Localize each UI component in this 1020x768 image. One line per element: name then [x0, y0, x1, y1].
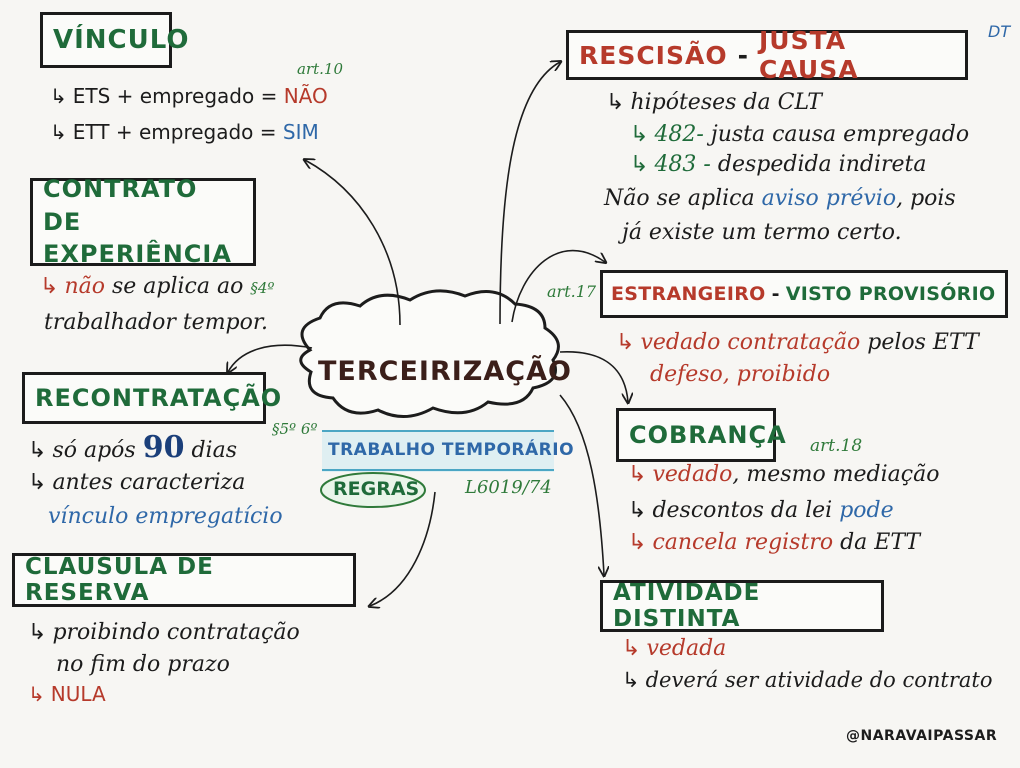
reserva-title: CLAUSULA DE RESERVA [25, 554, 214, 606]
estrangeiro-line1: ↳vedado contratação pelos ETT [616, 330, 979, 355]
vinculo-box: VÍNCULO [40, 12, 189, 68]
atividade-box: ATIVIDADE DISTINTA [600, 580, 884, 632]
branch-arrow-icon: ↳ [606, 90, 625, 115]
vinculo-nao: NÃO [283, 84, 328, 108]
branch-arrow-icon: ↳ [628, 498, 647, 523]
recontratacao-line3: vínculo empregatício [48, 504, 283, 529]
recontratacao-line1: ↳só após 90 dias [28, 430, 237, 465]
highlight-band [322, 430, 554, 472]
watermark: @NARAVAIPASSAR [846, 728, 998, 744]
rescisao-line2: ↳482- justa causa empregado [630, 122, 970, 147]
estrangeiro-title-a: ESTRANGEIRO [611, 283, 766, 305]
branch-arrow-icon: ↳ [28, 620, 47, 645]
branch-arrow-icon: ↳ [50, 84, 67, 108]
arrow-to-cobranca [559, 351, 628, 402]
experiencia-box: CONTRATO DE EXPERIÊNCIA [30, 175, 256, 268]
experiencia-title-2: DE EXPERIÊNCIA [43, 207, 232, 269]
rescisao-title-b: JUSTA CAUSA [758, 26, 859, 84]
recontratacao-line2: ↳antes caracteriza [28, 470, 246, 495]
reserva-line2: no fim do prazo [56, 652, 230, 677]
cobranca-pode: pode [839, 498, 894, 523]
experiencia-ref: §4º [250, 279, 275, 297]
estrangeiro-line2: defeso, proibido [650, 362, 831, 387]
rescisao-line1: ↳hipóteses da CLT [606, 90, 822, 115]
center-title: TERCEIRIZAÇÃO [318, 356, 572, 387]
branch-arrow-icon: ↳ [622, 636, 641, 661]
regras-outline [320, 472, 426, 508]
experiencia-title-1: CONTRATO [43, 175, 198, 204]
rescisao-line4: Não se aplica aviso prévio, pois [604, 186, 956, 211]
subtitle-regras: REGRAS [333, 478, 420, 500]
cobranca-line3: ↳cancela registro da ETT [628, 530, 921, 555]
branch-arrow-icon: ↳ [40, 274, 59, 299]
branch-arrow-icon: ↳ [630, 152, 649, 177]
arrow-to-atividade [559, 394, 604, 575]
reserva-line3: ↳NULA [28, 682, 106, 706]
branch-arrow-icon: ↳ [628, 462, 647, 487]
atividade-line2: ↳deverá ser atividade do contrato [622, 668, 993, 692]
recontratacao-box: RECONTRATAÇÃO [22, 372, 281, 424]
arrow-to-vinculo [305, 160, 401, 326]
reserva-line1: ↳proibindo contratação [28, 620, 300, 645]
atividade-line1: ↳vedada [622, 636, 727, 661]
rescisao-box: RESCISÃO - JUSTA CAUSA [566, 26, 968, 84]
atividade-title: ATIVIDADE DISTINTA [613, 580, 761, 632]
branch-arrow-icon: ↳ [616, 330, 635, 355]
vinculo-line2: ↳ETT + empregado = SIM [50, 120, 319, 144]
rescisao-line3: ↳483 - despedida indireta [630, 152, 927, 177]
vinculo-ref: art.10 [297, 60, 343, 78]
cobranca-box: COBRANÇA [616, 408, 786, 462]
cobranca-title: COBRANÇA [629, 421, 787, 449]
branch-arrow-icon: ↳ [28, 682, 45, 706]
law-reference: L6019/74 [465, 477, 552, 498]
center-cloud [299, 289, 560, 418]
cobranca-line2: ↳descontos da lei pode [628, 498, 894, 523]
branch-arrow-icon: ↳ [628, 530, 647, 555]
subtitle-trabalho-temporario: TRABALHO TEMPORÁRIO [328, 440, 575, 460]
cobranca-ref: art.18 [810, 436, 863, 456]
arrow-to-rescisao [499, 62, 560, 325]
branch-arrow-icon: ↳ [50, 120, 67, 144]
aviso-previo: aviso prévio [761, 186, 897, 211]
branch-arrow-icon: ↳ [622, 668, 640, 692]
estrangeiro-box: ESTRANGEIRO - VISTO PROVISÓRIO [600, 270, 1008, 318]
experiencia-line1: ↳não se aplica ao §4º [40, 274, 275, 299]
estrangeiro-title-b: VISTO PROVISÓRIO [785, 283, 996, 305]
estrangeiro-ref: art.17 [547, 282, 597, 301]
arrow-to-recontratacao [228, 344, 313, 372]
vinculo-line1: ↳ETS + empregado = NÃO [50, 84, 328, 108]
reserva-box: CLAUSULA DE RESERVA [12, 553, 356, 607]
vinculo-title: VÍNCULO [53, 25, 190, 55]
experiencia-line2: trabalhador tempor. [44, 310, 268, 335]
corner-tag: DT [988, 22, 1011, 41]
vinculo-sim: SIM [282, 120, 319, 144]
recontratacao-title: RECONTRATAÇÃO [35, 384, 283, 412]
cobranca-line1: ↳vedado, mesmo mediação [628, 462, 940, 487]
rescisao-title-a: RESCISÃO [579, 40, 728, 70]
branch-arrow-icon: ↳ [28, 438, 47, 463]
arrow-to-estrangeiro [511, 249, 605, 323]
branch-arrow-icon: ↳ [28, 470, 47, 495]
recontratacao-ref: §5º 6º [272, 420, 318, 438]
branch-arrow-icon: ↳ [630, 122, 649, 147]
arrow-to-reserva [370, 491, 436, 606]
rescisao-line5: já existe um termo certo. [622, 220, 902, 245]
recontratacao-90: 90 [142, 430, 185, 465]
